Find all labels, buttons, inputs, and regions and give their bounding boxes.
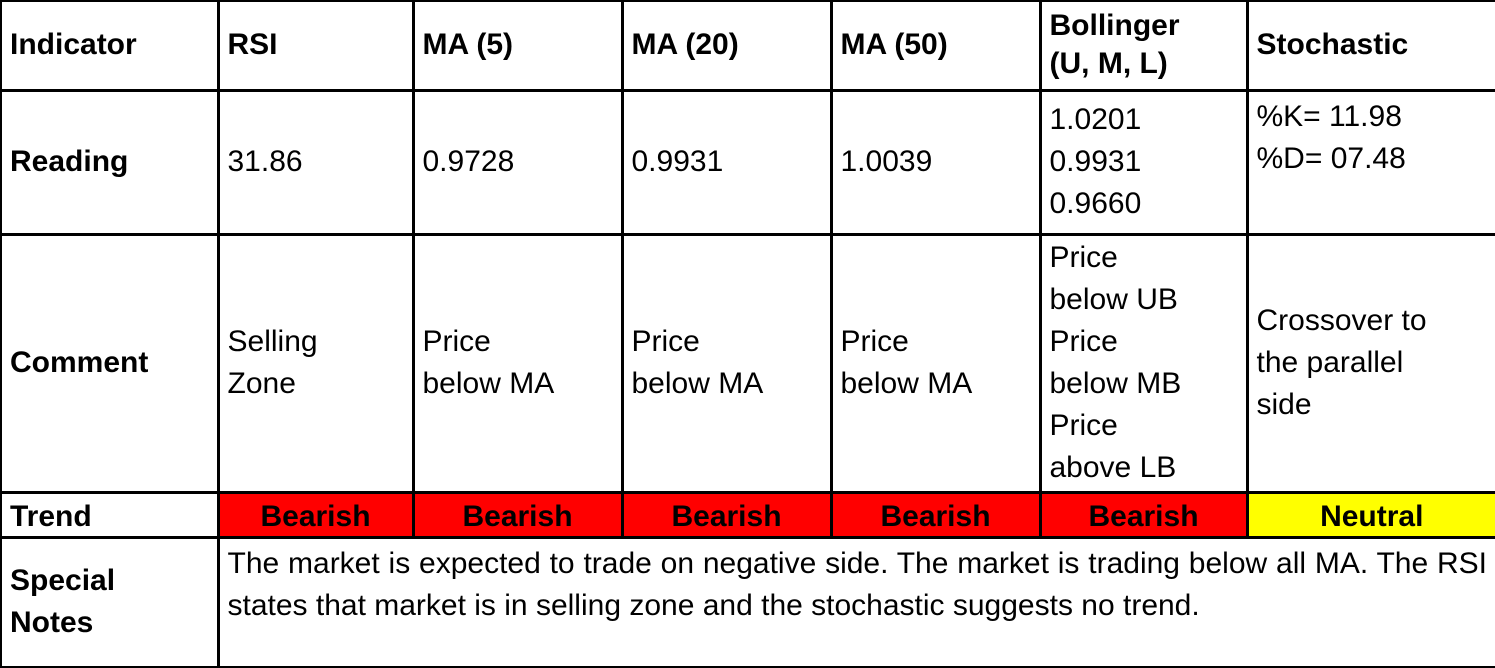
comment-line: Price	[631, 325, 700, 359]
comment-ma20: Price below MA	[620, 232, 833, 495]
trend-label: Trend	[0, 491, 220, 539]
trend-ma5: Bearish	[411, 491, 624, 539]
header-indicator: Indicator	[0, 0, 220, 92]
header-row: Indicator RSI MA (5) MA (20) MA (50) Bol…	[0, 0, 1495, 92]
trend-ma20: Bearish	[620, 491, 833, 539]
comment-stochastic: Crossover to the parallel side	[1245, 232, 1495, 495]
header-ma50: MA (50)	[829, 0, 1042, 92]
reading-rsi: 31.86	[216, 88, 415, 236]
comment-ma5: Price below MA	[411, 232, 624, 495]
special-notes-row: Special Notes The market is expected to …	[0, 535, 1495, 668]
header-stochastic: Stochastic	[1245, 0, 1495, 92]
comment-line: above LB	[1049, 451, 1177, 485]
reading-ma20: 0.9931	[620, 88, 833, 236]
comment-line: Zone	[227, 367, 296, 401]
special-notes-label: Special Notes	[0, 535, 220, 668]
trend-row: Trend Bearish Bearish Bearish Bearish Be…	[0, 491, 1495, 539]
comment-line: the parallel	[1256, 346, 1404, 380]
reading-bollinger-upper: 1.0201	[1049, 103, 1142, 137]
comment-line: Price	[1049, 409, 1118, 443]
reading-ma5: 0.9728	[411, 88, 624, 236]
comment-rsi: Selling Zone	[216, 232, 415, 495]
reading-bollinger-middle: 0.9931	[1049, 145, 1142, 179]
header-ma5: MA (5)	[411, 0, 624, 92]
comment-line: Selling	[227, 325, 318, 359]
comment-line: below MA	[422, 367, 555, 401]
reading-label: Reading	[0, 88, 220, 236]
comment-line: side	[1256, 388, 1312, 422]
reading-row: Reading 31.86 0.9728 0.9931 1.0039 1.020…	[0, 88, 1495, 236]
comment-line: Price	[840, 325, 909, 359]
comment-ma50: Price below MA	[829, 232, 1042, 495]
comment-row: Comment Selling Zone Price below MA Pric…	[0, 232, 1495, 495]
comment-label: Comment	[0, 232, 220, 495]
reading-bollinger: 1.0201 0.9931 0.9660	[1038, 88, 1249, 236]
special-notes-label-line: Notes	[10, 606, 94, 640]
trend-ma50: Bearish	[829, 491, 1042, 539]
comment-line: Price	[422, 325, 491, 359]
comment-line: Price	[1049, 241, 1118, 275]
comment-line: below MA	[631, 367, 764, 401]
reading-stochastic-d: %D= 07.48	[1256, 141, 1406, 175]
comment-line: below MA	[840, 367, 973, 401]
comment-line: Crossover to	[1256, 304, 1427, 338]
comment-line: Price	[1049, 325, 1118, 359]
reading-ma50: 1.0039	[829, 88, 1042, 236]
header-bollinger: Bollinger (U, M, L)	[1038, 0, 1249, 92]
trend-bollinger: Bearish	[1038, 491, 1249, 539]
header-bollinger-line: (U, M, L)	[1049, 47, 1168, 81]
trend-stochastic: Neutral	[1245, 491, 1495, 539]
reading-bollinger-lower: 0.9660	[1049, 187, 1142, 221]
comment-line: below MB	[1049, 367, 1182, 401]
special-notes-label-line: Special	[10, 564, 116, 598]
comment-line: below UB	[1049, 283, 1178, 317]
special-notes-text: The market is expected to trade on negat…	[216, 535, 1495, 668]
header-bollinger-line: Bollinger	[1049, 9, 1180, 43]
trend-rsi: Bearish	[216, 491, 415, 539]
header-rsi: RSI	[216, 0, 415, 92]
reading-stochastic: %K= 11.98 %D= 07.48	[1245, 88, 1495, 236]
reading-stochastic-k: %K= 11.98	[1256, 99, 1402, 133]
comment-bollinger: Price below UB Price below MB Price abov…	[1038, 232, 1249, 495]
header-ma20: MA (20)	[620, 0, 833, 92]
